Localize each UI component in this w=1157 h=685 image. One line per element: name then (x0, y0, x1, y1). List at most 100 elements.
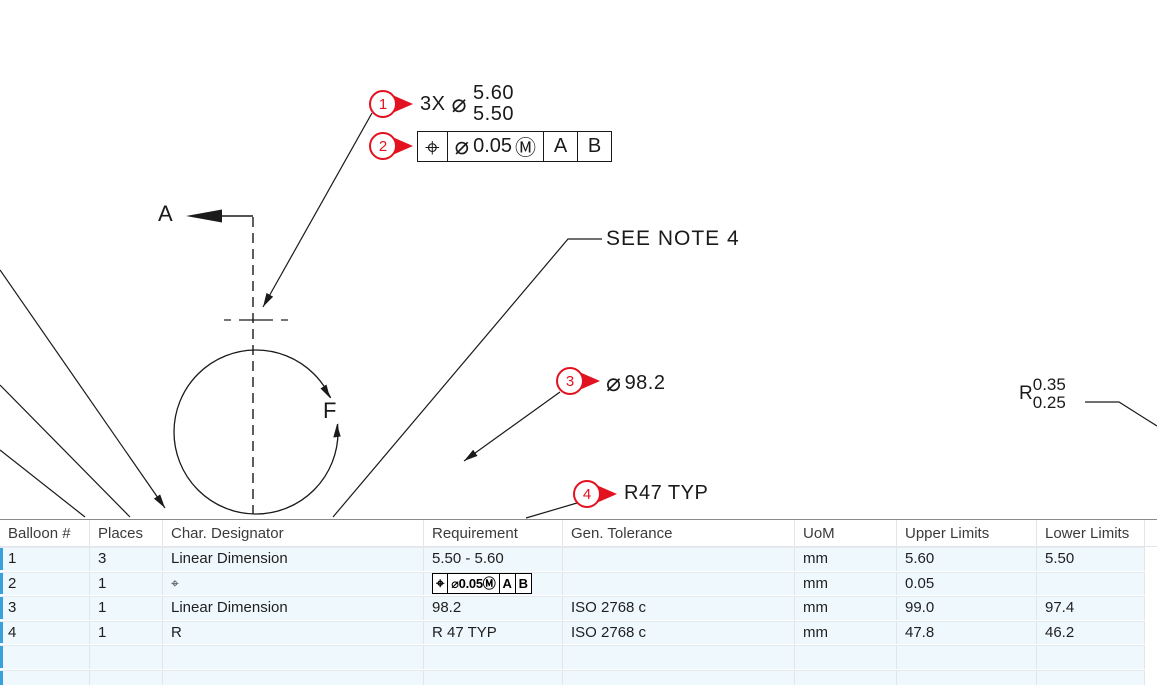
balloon-marker-3[interactable]: 3 (556, 367, 616, 395)
fcf-datum-b: B (514, 573, 531, 593)
col-header-uom: UoM (795, 520, 897, 546)
cell-empty (90, 645, 163, 669)
balloon-marker-2[interactable]: 2 (369, 132, 429, 160)
cell-requirement: 5.50 - 5.60 (424, 547, 563, 571)
cell-empty (897, 645, 1037, 669)
cell-empty (163, 645, 424, 669)
cell-filler (1145, 669, 1157, 685)
position-symbol: ⌖ (425, 131, 440, 162)
hole-dimension: 3X ⌀ 5.60 5.50 (420, 83, 514, 125)
diameter-symbol: ⌀ (454, 133, 470, 160)
hole-lower-limit: 5.50 (473, 103, 514, 125)
hole-upper-limit: 5.60 (473, 82, 514, 104)
cell-gen-tolerance: ISO 2768 c (563, 620, 795, 644)
arc-arrowhead-upper (320, 384, 330, 398)
cell-places: 1 (90, 571, 163, 595)
cell-empty (90, 669, 163, 685)
cell-filler (1145, 571, 1157, 595)
col-header-balloon: Balloon # (0, 520, 90, 546)
table-row[interactable]: 1 3 Linear Dimension 5.50 - 5.60 mm 5.60… (0, 547, 1157, 572)
balloon3-leader (463, 391, 561, 462)
balloon-number: 3 (556, 367, 584, 395)
cell-filler (1145, 645, 1157, 669)
cell-uom: mm (795, 571, 897, 595)
col-header-lower-limits: Lower Limits (1037, 520, 1145, 546)
cell-empty (897, 669, 1037, 685)
feature-control-frame: ⌖ ⌀ 0.05 Ⓜ A B (417, 131, 613, 162)
cell-upper-limit: 5.60 (897, 547, 1037, 571)
diameter-dimension: ⌀ 98.2 (606, 368, 666, 398)
radius-prefix: R (1019, 383, 1033, 404)
cell-uom: mm (795, 547, 897, 571)
part-edge-line (0, 384, 131, 518)
col-header-filler (1145, 520, 1157, 546)
table-row[interactable]: 4 1 R R 47 TYP ISO 2768 c mm 47.8 46.2 (0, 620, 1157, 645)
fcf-datum-a: A (498, 573, 515, 593)
balloon-number: 1 (369, 90, 397, 118)
cell-balloon: 4 (0, 620, 90, 644)
fcf-datum-a: A (543, 132, 577, 161)
table-row-empty[interactable] (0, 669, 1157, 685)
radius-lower-limit: 0.25 (1032, 393, 1066, 412)
cell-empty (795, 645, 897, 669)
radius-upper-limit: 0.35 (1032, 375, 1066, 394)
cell-places: 3 (90, 547, 163, 571)
cell-balloon: 3 (0, 596, 90, 620)
cell-empty (0, 645, 90, 669)
part-circle (173, 349, 339, 515)
balloon-marker-1[interactable]: 1 (369, 90, 429, 118)
cell-empty (1037, 645, 1145, 669)
col-header-requirement: Requirement (424, 520, 563, 546)
cell-lower-limit: 5.50 (1037, 547, 1145, 571)
balloon-marker-4[interactable]: 4 (573, 480, 633, 508)
datum-a-arrowhead (186, 209, 222, 223)
drawing-viewport[interactable]: A F SEE NOTE 4 3X ⌀ 5.60 5.50 ⌖ ⌀ 0.05 Ⓜ… (0, 0, 1157, 519)
col-header-designator: Char. Designator (163, 520, 424, 546)
cell-filler (1145, 620, 1157, 644)
cell-designator: R (163, 620, 424, 644)
cell-empty (1037, 669, 1145, 685)
cell-gen-tolerance: ISO 2768 c (563, 596, 795, 620)
cell-empty (424, 669, 563, 685)
cell-empty (163, 669, 424, 685)
cell-filler (1145, 596, 1157, 620)
balloon-number: 4 (573, 480, 601, 508)
cell-requirement: R 47 TYP (424, 620, 563, 644)
cell-balloon: 2 (0, 571, 90, 595)
table-header-row: Balloon # Places Char. Designator Requir… (0, 520, 1157, 547)
fcf-tolerance-value: 0.05 (473, 135, 513, 157)
cell-empty (563, 645, 795, 669)
cell-lower-limit: 97.4 (1037, 596, 1145, 620)
cell-uom: mm (795, 620, 897, 644)
radius-typ-dimension: R47 TYP (624, 482, 709, 504)
balloon1-leader (262, 112, 373, 308)
table-row-empty[interactable] (0, 645, 1157, 670)
diameter-symbol: ⌀ (606, 369, 622, 397)
balloon4-leader (525, 502, 578, 519)
table-row[interactable]: 3 1 Linear Dimension 98.2 ISO 2768 c mm … (0, 596, 1157, 621)
cell-designator: Linear Dimension (163, 547, 424, 571)
col-header-gen-tolerance: Gen. Tolerance (563, 520, 795, 546)
fcf-tolerance-value: ⌀0.05Ⓜ (447, 573, 498, 593)
table-row[interactable]: 2 1 ⌖ ⌖ ⌀0.05Ⓜ A B mm 0.05 (0, 571, 1157, 596)
cell-designator: Linear Dimension (163, 596, 424, 620)
cell-uom: mm (795, 596, 897, 620)
cell-filler (1145, 547, 1157, 571)
col-header-upper-limits: Upper Limits (897, 520, 1037, 546)
fcf-tolerance-segment: ⌀ 0.05 Ⓜ (446, 132, 543, 161)
col-header-places: Places (90, 520, 163, 546)
balloon-number: 2 (369, 132, 397, 160)
radius-limits-leader (1085, 401, 1157, 427)
mmc-modifier-icon: Ⓜ (515, 136, 537, 160)
cell-empty (424, 645, 563, 669)
cell-upper-limit: 0.05 (897, 571, 1037, 595)
diameter-value: 98.2 (624, 371, 666, 394)
cell-places: 1 (90, 596, 163, 620)
position-symbol: ⌖ (436, 574, 445, 592)
note-text: SEE NOTE 4 (606, 227, 740, 250)
cell-upper-limit: 47.8 (897, 620, 1037, 644)
cell-requirement: ⌖ ⌀0.05Ⓜ A B (424, 571, 563, 595)
fcf-datum-b: B (577, 132, 611, 161)
characteristics-table: Balloon # Places Char. Designator Requir… (0, 519, 1157, 685)
diameter-symbol: ⌀ (451, 90, 468, 118)
